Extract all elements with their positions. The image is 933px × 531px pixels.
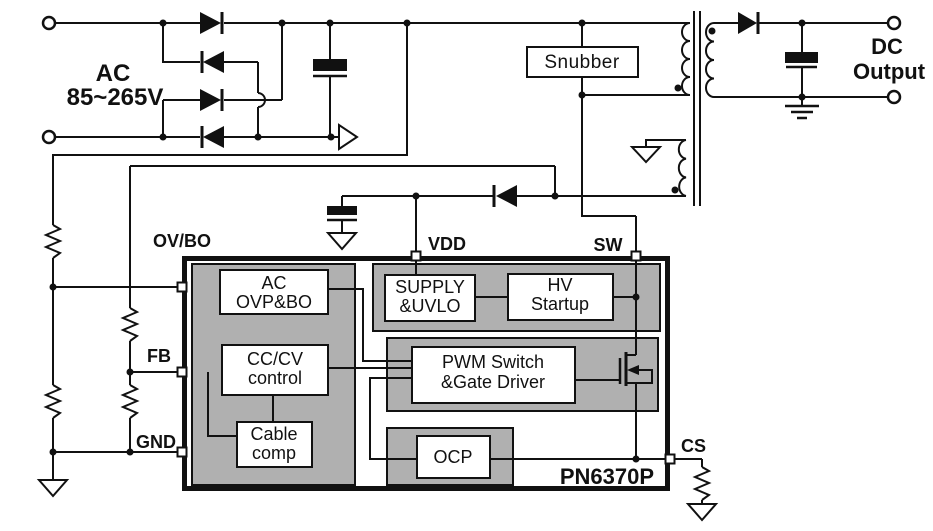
- pin-ov-bo: [176, 281, 188, 293]
- power-mosfet: [575, 260, 653, 459]
- transformer-core: [693, 11, 701, 206]
- cc-cv-label-1: CC/CV: [247, 349, 303, 369]
- cable-comp-block: [236, 421, 313, 468]
- dc-terminal-plus: [886, 15, 902, 31]
- pin-label-fb: FB: [147, 346, 171, 366]
- primary-ground-arrow-icon: [338, 123, 359, 151]
- dc-output-section: DC Output: [714, 12, 926, 120]
- bridge-wiring: [162, 23, 283, 137]
- secondary-polarity-dot: [708, 27, 716, 35]
- ovbo-lower-resistor: [43, 384, 63, 419]
- ac-ovp-bo-label-2: OVP&BO: [236, 292, 312, 312]
- ac-ovp-bo-block: [219, 269, 329, 315]
- earth-ground-icon: [785, 104, 819, 120]
- cable-comp-label-2: comp: [252, 443, 296, 463]
- dc-output-label-2: Output: [853, 59, 926, 84]
- cs-sense-network: [675, 458, 719, 522]
- hv-startup-block: [507, 273, 614, 321]
- cc-cv-label-2: control: [248, 368, 302, 388]
- snubber-label: Snubber: [544, 52, 620, 73]
- supply-uvlo-label-1: SUPPLY: [395, 277, 465, 297]
- hv-startup-label-1: HV: [547, 275, 572, 295]
- ac-terminal-top: [41, 15, 57, 31]
- ground-arrow-icon: [685, 503, 719, 522]
- vdd-capacitor: [327, 206, 357, 222]
- transformer: [555, 11, 716, 206]
- pwm-label-2: &Gate Driver: [441, 372, 545, 392]
- pin-cs: [664, 453, 676, 465]
- snubber-box: [526, 46, 639, 78]
- dc-output-label-1: DC: [871, 34, 903, 59]
- junction-dots: [49, 19, 806, 463]
- pin-label-sw: SW: [594, 235, 623, 255]
- mosfet-body-arrow-icon: [627, 365, 639, 375]
- supply-uvlo-label-2: &UVLO: [399, 296, 460, 316]
- ac-rails: [55, 22, 690, 138]
- pin-vdd: [410, 250, 422, 262]
- bridge-diode-1: [200, 12, 224, 34]
- aux-polarity-dot: [671, 186, 679, 194]
- fb-lower-resistor: [120, 384, 140, 419]
- cable-comp-label-1: Cable: [250, 424, 297, 444]
- snubber-section: Snubber: [526, 23, 639, 355]
- ocp-block: [416, 435, 491, 479]
- aux-ground-arrow-icon: [629, 146, 663, 164]
- hv-startup-label-2: Startup: [531, 294, 589, 314]
- ac-voltage-label: 85~265V: [67, 84, 164, 111]
- ocp-label: OCP: [433, 447, 472, 467]
- ic-internal-wiring: [207, 260, 666, 460]
- cs-resistor: [692, 466, 712, 501]
- pwm-label-1: PWM Switch: [442, 352, 544, 372]
- pin-fb: [176, 366, 188, 378]
- pin-label-ov-bo: OV/BO: [153, 231, 211, 251]
- primary-winding: [681, 22, 691, 96]
- fb-upper-resistor: [120, 307, 140, 342]
- aux-wiring: [555, 139, 686, 197]
- ac-input-section: AC 85~265V: [41, 12, 690, 151]
- pin-label-gnd: GND: [136, 432, 176, 452]
- output-diode: [738, 12, 760, 34]
- primary-polarity-dot: [674, 84, 682, 92]
- ground-arrow-icon: [325, 232, 359, 251]
- ovbo-upper-resistor: [43, 224, 63, 259]
- ic-pn6370p: AC OVP&BO SUPPLY &UVLO HV Startup CC/CV …: [136, 231, 706, 491]
- pin-label-cs: CS: [681, 436, 706, 456]
- ac-ovp-bo-label-1: AC: [261, 273, 286, 293]
- bridge-diode-3: [200, 89, 224, 111]
- pwm-block: [411, 346, 576, 404]
- bulk-capacitor: [313, 23, 347, 137]
- ic-part-number: PN6370P: [560, 464, 654, 489]
- vdd-diode: [492, 185, 517, 207]
- ac-terminal-bottom: [41, 129, 57, 145]
- ground-arrow-icon: [36, 479, 70, 498]
- cc-cv-block: [221, 344, 329, 396]
- pin-sw: [630, 250, 642, 262]
- pin-label-vdd: VDD: [428, 234, 466, 254]
- dc-terminal-minus: [886, 89, 902, 105]
- secondary-winding: [705, 22, 715, 98]
- supply-uvlo-block: [384, 274, 476, 322]
- ac-label: AC: [96, 60, 131, 87]
- output-capacitor: [785, 52, 818, 69]
- cs-wiring: [675, 458, 703, 504]
- bridge-diode-4: [200, 126, 224, 148]
- bridge-diode-2: [200, 51, 224, 73]
- pin-gnd: [176, 446, 188, 458]
- aux-winding: [677, 139, 687, 197]
